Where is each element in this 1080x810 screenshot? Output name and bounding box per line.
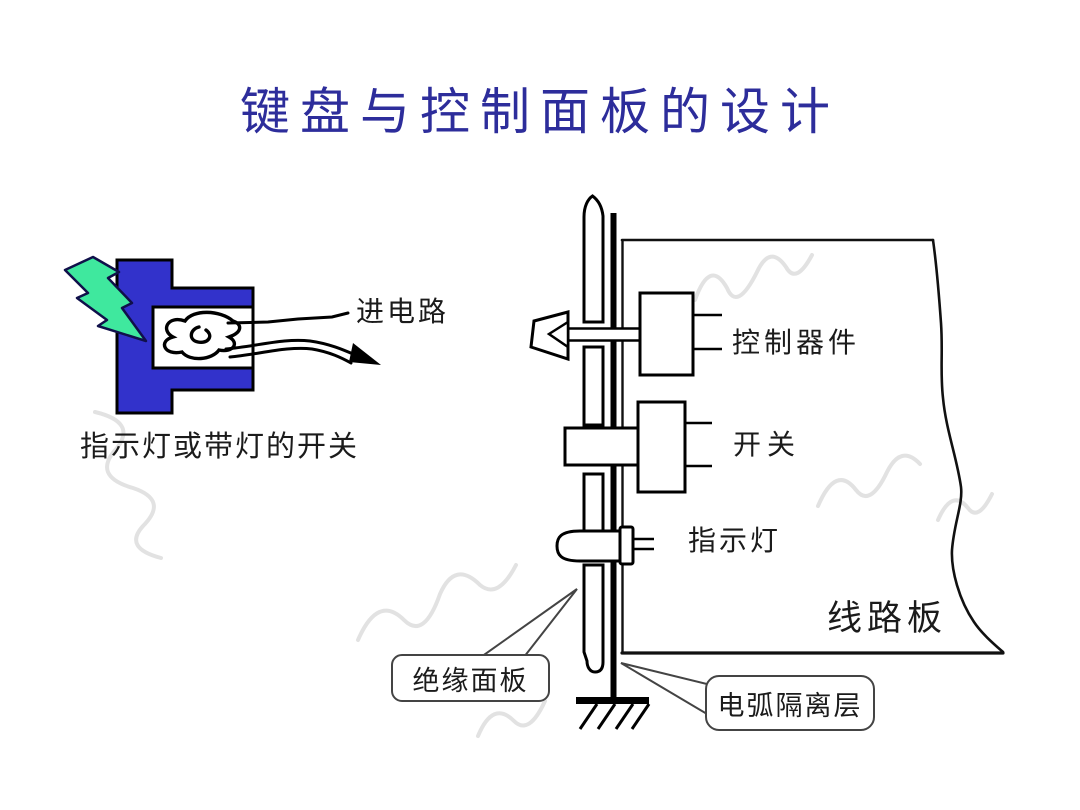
page-title: 键盘与控制面板的设计 (240, 84, 840, 140)
circuit-board-label: 线路板 (827, 599, 948, 638)
insulating-panel-callout-text: 绝缘面板 (412, 665, 529, 696)
arc-isolation-callout-text: 电弧隔离层 (717, 690, 863, 721)
incoming-circuit-label: 进电路 (356, 296, 450, 327)
lamp-filament-scribble (162, 310, 242, 361)
control-device-leads (693, 313, 722, 351)
indicator-light-label: 指示灯 (688, 525, 782, 556)
insulating-panel-callout-box (391, 654, 550, 702)
incoming-wire (226, 311, 350, 325)
indicator-led-body (555, 529, 624, 563)
circuit-board-outline (620, 238, 1005, 655)
arc-layer-callout-box (705, 675, 875, 731)
arc-layer-callout-tail (620, 662, 708, 716)
insulating-panel-shape (582, 194, 605, 674)
indicator-led-flange (618, 525, 635, 566)
switch-body (636, 400, 687, 494)
control-knob-shaft (529, 310, 640, 362)
control-device-body (638, 291, 695, 377)
ground-symbol (576, 697, 651, 730)
arrowhead (349, 343, 381, 365)
lighted-switch-caption: 指示灯或带灯的开关 (80, 431, 360, 463)
lightning-bolt-icon (63, 255, 148, 343)
lighted-switch-figure (63, 255, 381, 415)
watermark-squiggle (93, 253, 994, 738)
indicator-led-leads (633, 537, 654, 551)
switch-button (563, 426, 642, 467)
current-flow-arrow (224, 338, 362, 365)
panel-cross-section-figure (391, 194, 1005, 731)
control-device-label: 控制器件 (732, 327, 861, 358)
insulating-panel-callout-tail (477, 588, 578, 658)
switch-leads (685, 421, 712, 468)
switch-label: 开关 (733, 429, 802, 460)
